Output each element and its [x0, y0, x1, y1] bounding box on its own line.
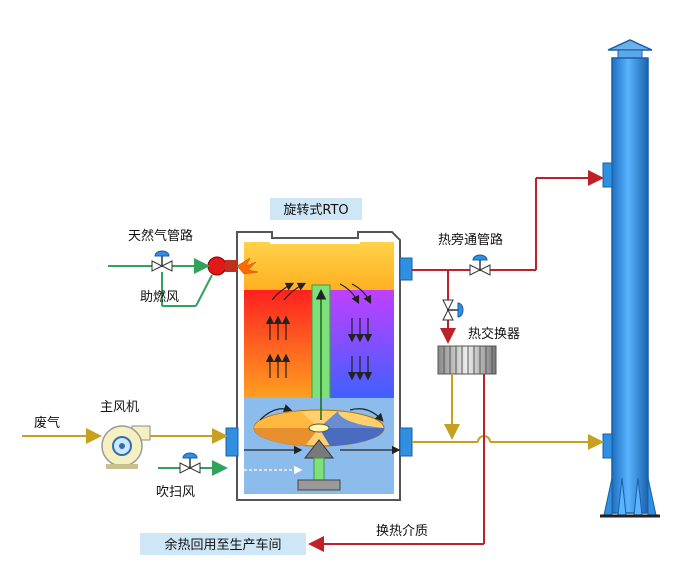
combustion-air-label: 助燃风 [140, 289, 179, 305]
heat-exchanger-label: 热交换器 [468, 326, 520, 342]
heat-medium-label: 换热介质 [376, 524, 428, 539]
rto-title-box: 旋转式RTO [270, 198, 362, 220]
waste-gas-label: 废气 [34, 415, 60, 431]
bypass-valve-icon [469, 254, 491, 276]
burner [207, 256, 259, 276]
main-fan-icon [101, 425, 151, 469]
purge-valve-icon [179, 452, 201, 474]
rto-title: 旋转式RTO [283, 203, 348, 218]
heat-medium-return-pipe [308, 374, 485, 552]
internal-flow-arrows [244, 282, 401, 475]
heat-exchanger [437, 345, 497, 375]
natural-gas-label: 天然气管路 [128, 228, 193, 244]
chimney-stack [600, 39, 660, 518]
rto-vessel [225, 231, 413, 501]
outlet-pipe [412, 434, 604, 450]
waste-heat-label: 余热回用至生产车间 [164, 537, 281, 553]
hot-bypass-label: 热旁通管路 [438, 232, 503, 248]
waste-heat-box: 余热回用至生产车间 [140, 533, 306, 555]
hx-valve-icon [442, 299, 464, 321]
main-fan-label: 主风机 [100, 400, 139, 415]
hot-bypass-pipe [412, 170, 604, 271]
gas-valve-icon [151, 250, 173, 272]
purge-air-label: 吹扫风 [156, 485, 195, 500]
